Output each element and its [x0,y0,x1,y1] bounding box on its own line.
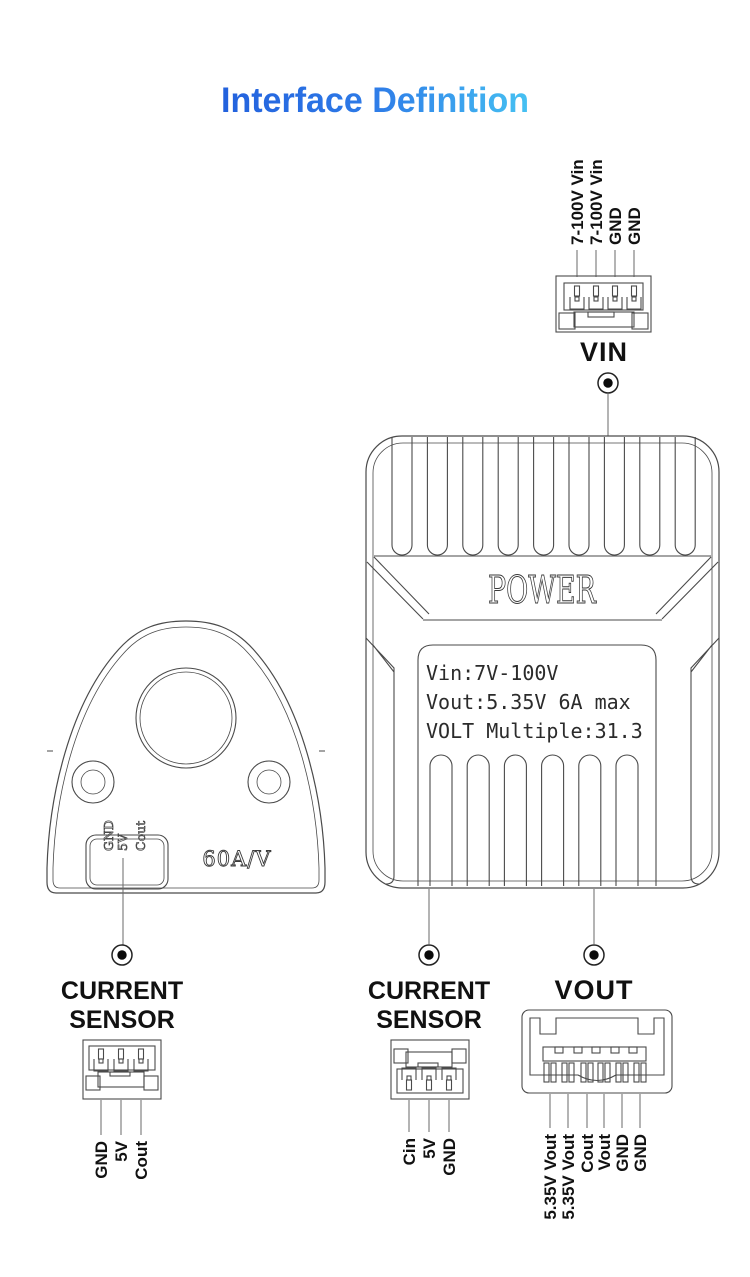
heatsink-bottom-fins [429,754,639,886]
left-connector-title-line2: SENSOR [69,1006,175,1034]
vin-callout-dot [597,372,619,394]
mounting-hole-left-inner [80,769,106,795]
heatsink-top-fins [391,437,696,556]
mounting-hole-left [71,760,115,804]
left-callout-dot [111,944,133,966]
vout-pin-leader-lines [549,1094,641,1128]
middle-connector-drawing [390,1039,470,1100]
sensor-engraved-pin-label: Cout [133,821,148,851]
page-title: Interface Definition [221,81,529,120]
vout-label: VOUT [554,975,633,1005]
vout-pin-label: 5.35V Vout [541,1134,560,1220]
power-module: POWER Vin:7V-100V Vout:5.35V 6A max VOLT… [365,435,720,944]
vout-pin-label: 5.35V Vout [559,1134,578,1220]
vin-connector-drawing [555,275,652,333]
power-engraving: POWER [488,568,597,612]
sensor-rating: 60A/V [202,847,271,871]
spec-line-3: VOLT Multiple:31.3 [426,719,643,743]
left-side-channel [365,637,395,885]
sensor-center-hole [135,667,237,769]
power-module-inner-border [372,442,713,882]
middle-connector-title-line2: SENSOR [376,1006,482,1034]
vout-callout-dot [583,944,605,966]
vout-pin-label: Cout [578,1134,597,1173]
vin-pin-label: GND [625,207,644,245]
middle-pin-label: Cin [400,1138,419,1165]
vin-assembly: 7-100V Vin 7-100V Vin GND GND VIN [555,159,652,436]
left-connector-drawing [82,1039,162,1100]
middle-pin-label: GND [440,1138,459,1176]
vout-assembly: VOUT 5.35V Vout 5.35V Vout Cout Vout GND… [521,944,673,1220]
spec-line-2: Vout:5.35V 6A max [426,690,631,714]
middle-pin-leader-lines [408,1100,450,1132]
spec-panel [417,644,657,886]
right-side-channel [690,637,720,885]
module-leader-lines [428,889,595,944]
band-chamfers [366,556,719,621]
spec-line-1: Vin:7V-100V [426,661,558,685]
vin-pin-leader-lines [576,250,635,277]
left-pin-label: 5V [112,1140,131,1161]
left-pin-label: GND [92,1141,111,1179]
left-connector-title-line1: CURRENT [61,977,183,1005]
sensor-connector-socket [85,834,169,890]
middle-callout-dot [418,944,440,966]
left-pin-label: Cout [132,1141,151,1180]
middle-connector-assembly: CURRENT SENSOR Cin 5V GND [368,944,490,1176]
mounting-hole-right-inner [256,769,282,795]
sensor-inner-outline [52,626,320,889]
sensor-outline [46,620,326,894]
vin-pin-label: GND [606,207,625,245]
vout-pin-label: GND [613,1134,632,1172]
sensor-connector-socket-inner [89,838,165,886]
vout-connector-drawing [521,1009,673,1094]
middle-pin-label: 5V [420,1137,439,1158]
sensor-engraved-pin-label: 5V [115,833,130,851]
left-pin-leader-lines [100,1100,142,1135]
power-module-body [365,435,720,889]
middle-connector-title-line1: CURRENT [368,977,490,1005]
vout-pin-label: GND [631,1134,650,1172]
sensor-center-hole-inner [139,671,233,765]
vin-pin-label: 7-100V Vin [568,159,587,245]
vout-pin-label: Vout [595,1134,614,1171]
left-connector-assembly: CURRENT SENSOR GND 5V Cout [61,944,183,1180]
vin-pin-label: 7-100V Vin [587,159,606,245]
vin-label: VIN [580,337,628,367]
current-sensor-device: GND 5V Cout 60A/V [46,620,326,945]
mounting-hole-right [247,760,291,804]
